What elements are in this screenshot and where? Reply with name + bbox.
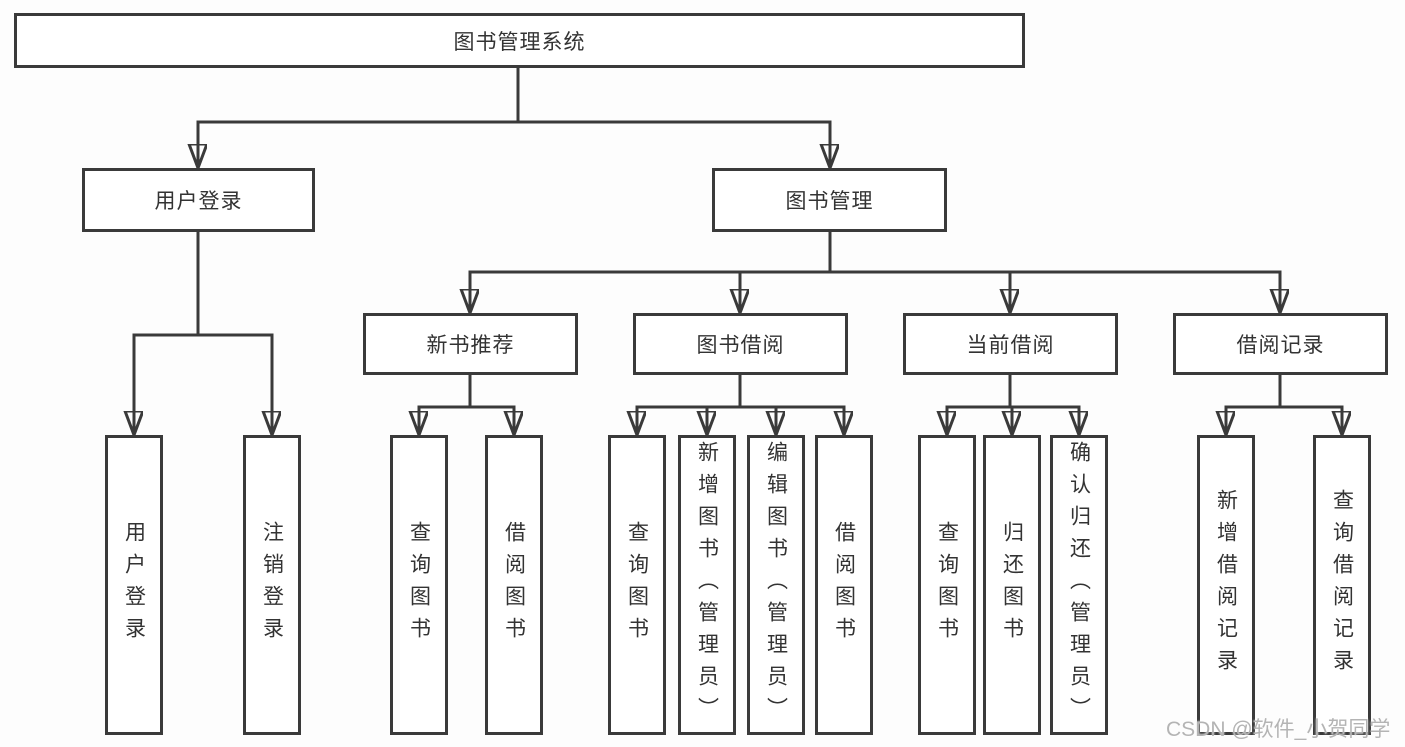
leaf-add-borrow-record: 新增借阅记录 bbox=[1197, 435, 1255, 735]
leaf-label: 新增图书（管理员） bbox=[695, 441, 719, 729]
connector-book-mgmt-to-sections bbox=[469, 232, 1282, 311]
node-label: 当前借阅 bbox=[966, 334, 1055, 357]
leaf-label: 查询图书 bbox=[935, 521, 959, 649]
leaf-query-borrow-record: 查询借阅记录 bbox=[1313, 435, 1371, 735]
connector-user-login-to-leaves bbox=[133, 232, 274, 433]
node-borrowing-records: 借阅记录 bbox=[1173, 313, 1388, 375]
node-label: 借阅记录 bbox=[1236, 334, 1325, 357]
leaf-query-books: 查询图书 bbox=[918, 435, 976, 735]
node-current-borrowing: 当前借阅 bbox=[903, 313, 1118, 375]
node-label: 图书管理系统 bbox=[453, 30, 586, 54]
leaf-label: 查询借阅记录 bbox=[1330, 489, 1354, 681]
leaf-label: 编辑图书（管理员） bbox=[764, 441, 788, 729]
csdn-watermark: CSDN @软件_小贺同学 bbox=[1166, 718, 1391, 741]
leaf-label: 归还图书 bbox=[1000, 521, 1024, 649]
leaf-return-books: 归还图书 bbox=[983, 435, 1041, 735]
node-book-borrowing: 图书借阅 bbox=[633, 313, 848, 375]
leaf-add-books-admin: 新增图书（管理员） bbox=[678, 435, 736, 735]
node-label: 图书管理 bbox=[785, 190, 874, 213]
leaf-borrow-books: 借阅图书 bbox=[815, 435, 873, 735]
connector-book-borrow-to-leaves bbox=[636, 375, 846, 433]
node-book-management: 图书管理 bbox=[712, 168, 947, 232]
leaf-label: 查询图书 bbox=[625, 521, 649, 649]
connector-root-to-level1 bbox=[197, 68, 832, 166]
node-label: 新书推荐 bbox=[426, 334, 515, 357]
node-label: 用户登录 bbox=[154, 190, 243, 213]
node-user-login: 用户登录 bbox=[82, 168, 315, 232]
connector-new-books-to-leaves bbox=[418, 375, 516, 433]
leaf-label: 注销登录 bbox=[260, 521, 284, 649]
leaf-query-books: 查询图书 bbox=[608, 435, 666, 735]
node-new-book-recommendation: 新书推荐 bbox=[363, 313, 578, 375]
leaf-edit-books-admin: 编辑图书（管理员） bbox=[747, 435, 805, 735]
leaf-label: 确认归还（管理员） bbox=[1067, 441, 1091, 729]
leaf-label: 新增借阅记录 bbox=[1214, 489, 1238, 681]
connector-borrow-records-to-leaves bbox=[1225, 375, 1344, 433]
leaf-label: 借阅图书 bbox=[832, 521, 856, 649]
leaf-query-books: 查询图书 bbox=[390, 435, 448, 735]
leaf-logout: 注销登录 bbox=[243, 435, 301, 735]
node-library-management-system: 图书管理系统 bbox=[14, 13, 1025, 68]
leaf-label: 用户登录 bbox=[122, 521, 146, 649]
leaf-label: 借阅图书 bbox=[502, 521, 526, 649]
connector-current-borrow-to-leaves bbox=[946, 375, 1081, 433]
leaf-user-login: 用户登录 bbox=[105, 435, 163, 735]
node-label: 图书借阅 bbox=[696, 334, 785, 357]
leaf-label: 查询图书 bbox=[407, 521, 431, 649]
leaf-borrow-books: 借阅图书 bbox=[485, 435, 543, 735]
leaf-confirm-return-admin: 确认归还（管理员） bbox=[1050, 435, 1108, 735]
